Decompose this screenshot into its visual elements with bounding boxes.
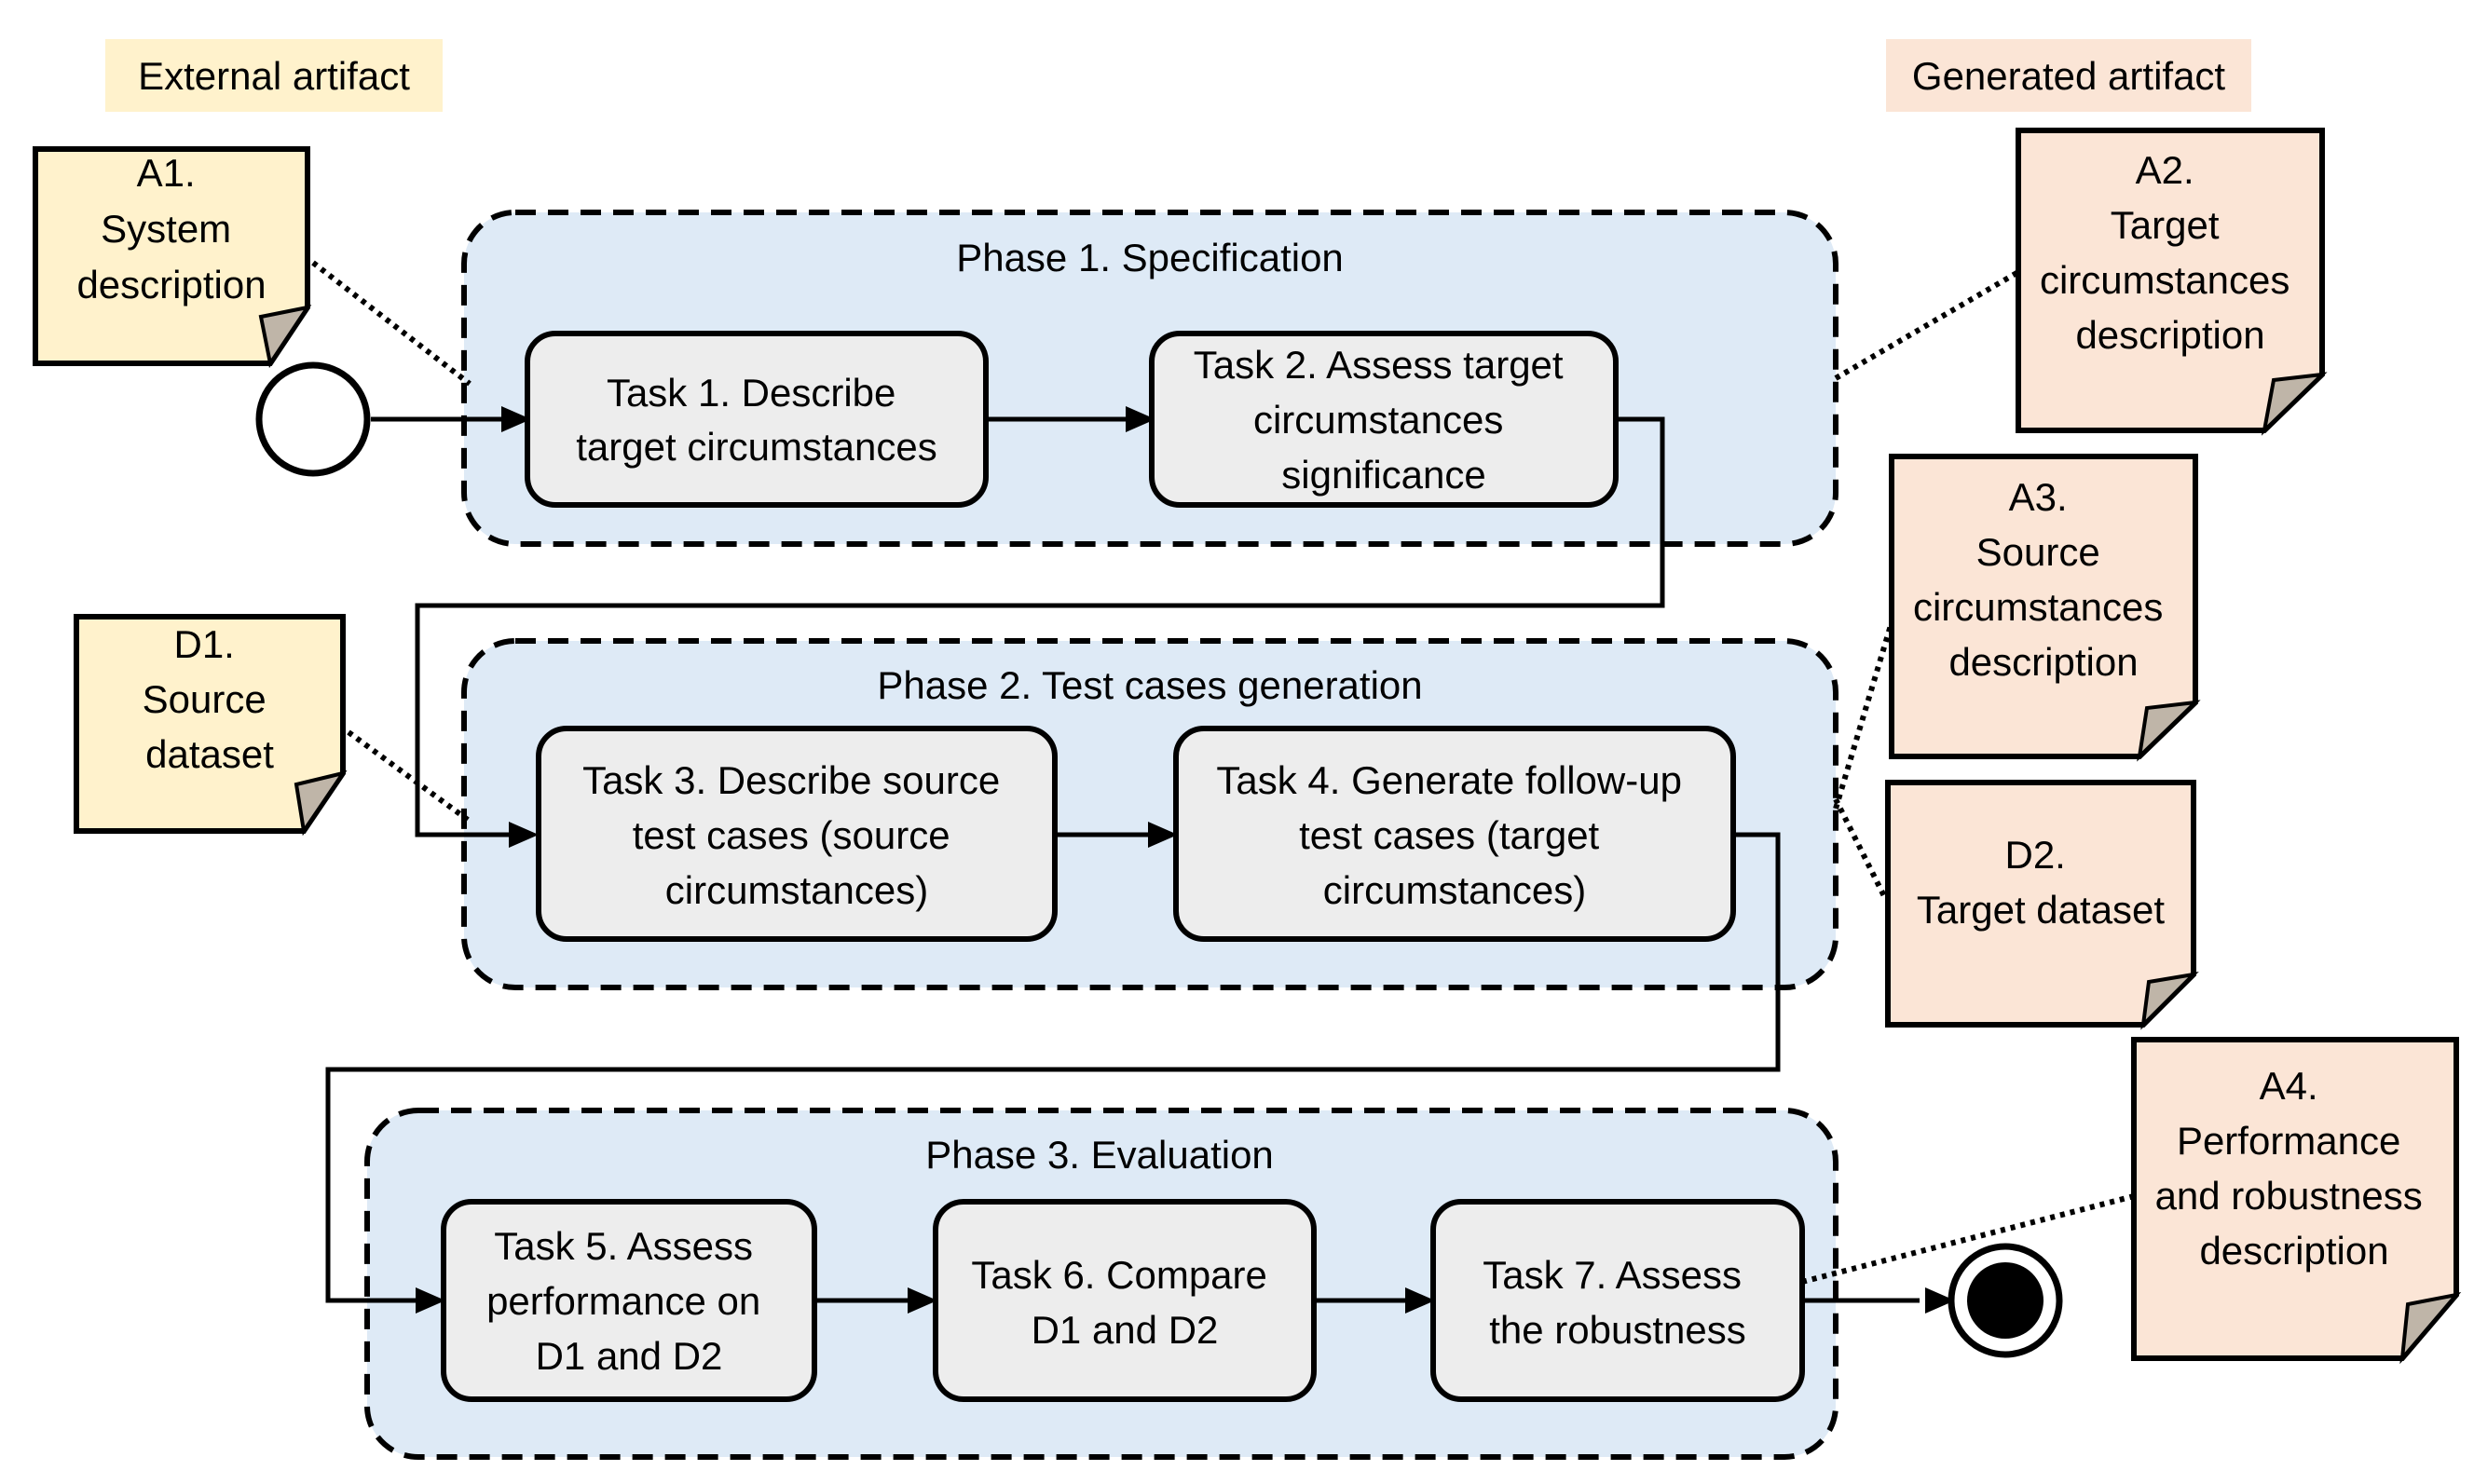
flow-task4-to-task5: [325, 832, 1781, 1303]
phase-2-title: Phase 2. Test cases generation: [877, 663, 1422, 707]
arrowhead: [509, 822, 539, 848]
task-2: [1149, 331, 1619, 508]
artifact-a1-label: A1. System description: [76, 151, 266, 306]
task-5-label: Task 5. Assess performance on D1 and D2: [486, 1224, 772, 1378]
assoc-phase2-a3: [1833, 621, 1894, 810]
assoc-phase1-a2: [1834, 269, 2020, 381]
end-event-inner: [1967, 1262, 2043, 1339]
arrowhead: [1405, 1287, 1435, 1314]
assoc-d1-task3: [347, 729, 470, 823]
arrowhead: [1126, 406, 1155, 432]
artifact-d1-label: D1. Source dataset: [143, 622, 278, 776]
legend-external-label: External artifact: [138, 54, 410, 98]
task-3: [536, 726, 1058, 942]
task-4: [1173, 726, 1736, 942]
arrowhead: [1925, 1287, 1955, 1314]
artifact-d2: D2. Target dataset: [1885, 780, 2199, 1030]
start-event: [255, 361, 371, 477]
task-1: [525, 331, 989, 508]
arrowhead: [416, 1287, 445, 1314]
task-3-label: Task 3. Describe source test cases (sour…: [582, 758, 1011, 912]
task-4-label: Task 4. Generate follow-up test cases (t…: [1216, 758, 1692, 912]
artifact-a4: A4. Performance and robustness descripti…: [2131, 1037, 2462, 1365]
artifact-a3-label: A3. Source circumstances description: [1913, 475, 2174, 684]
task-7-label: Task 7. Assess the robustness: [1483, 1253, 1752, 1352]
arrowhead: [501, 406, 531, 432]
task-6-label: Task 6. Compare D1 and D2: [971, 1253, 1278, 1352]
task-2-label: Task 2. Assess target circumstances sign…: [1194, 343, 1575, 497]
task-7: [1430, 1199, 1805, 1402]
artifact-a2: A2. Target circumstances description: [2016, 128, 2328, 436]
assoc-phase2-d2: [1833, 797, 1889, 902]
flow-task2-to-task3: [415, 416, 1665, 837]
legend-external-swatch: [105, 39, 443, 112]
artifact-d2-label: D2. Target dataset: [1917, 833, 2166, 932]
arrowhead: [1148, 822, 1178, 848]
task-5: [441, 1199, 817, 1402]
artifact-a3: A3. Source circumstances description: [1889, 454, 2201, 762]
assoc-a1-phase1: [311, 260, 472, 387]
task-6: [933, 1199, 1317, 1402]
legend-generated-label: Generated artifact: [1912, 54, 2226, 98]
legend-generated-swatch: [1886, 39, 2251, 112]
task-1-label: Task 1. Describe target circumstances: [576, 371, 936, 469]
artifact-a1: A1. System description: [33, 146, 312, 369]
artifact-a2-label: A2. Target circumstances description: [2040, 148, 2301, 357]
artifact-d1: D1. Source dataset: [74, 614, 348, 837]
phase-1-title: Phase 1. Specification: [956, 236, 1344, 279]
artifact-a4-label: A4. Performance and robustness descripti…: [2155, 1064, 2434, 1273]
phase-3-title: Phase 3. Evaluation: [925, 1133, 1274, 1177]
arrowhead: [908, 1287, 937, 1314]
